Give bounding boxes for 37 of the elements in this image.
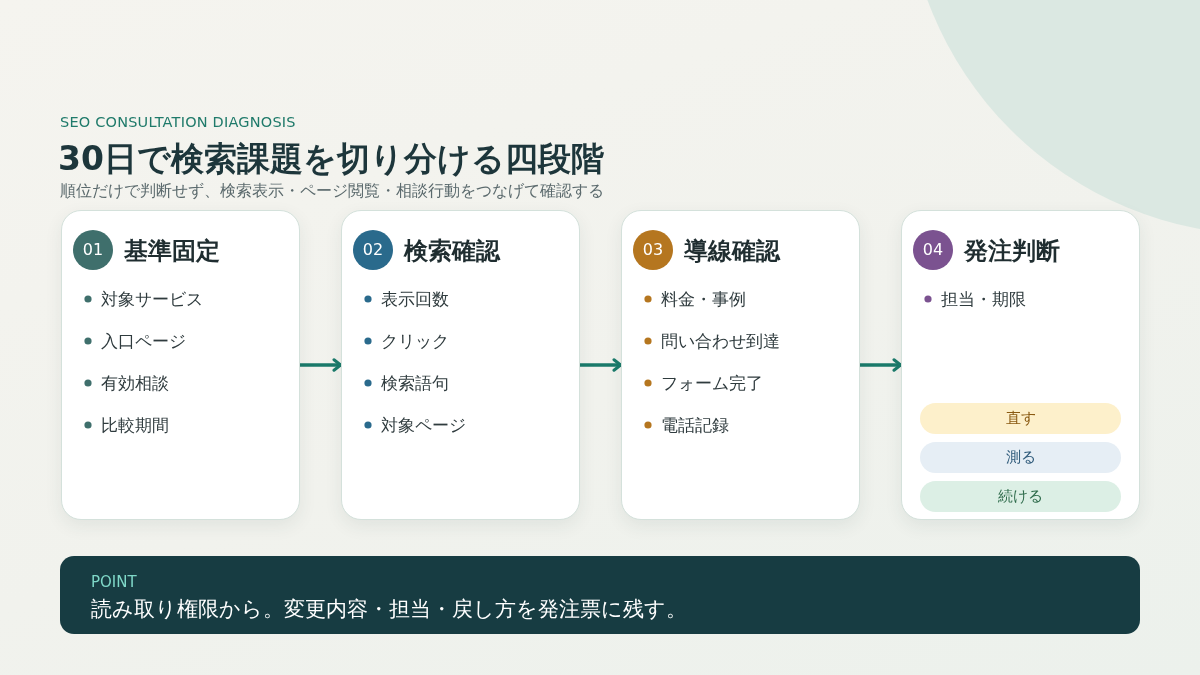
- arrow: [860, 358, 903, 372]
- step-number: 02: [353, 230, 393, 270]
- action-pill: 続ける: [920, 481, 1121, 512]
- bullet-text: 対象サービス: [101, 288, 203, 311]
- bullet-text: 電話記録: [661, 414, 729, 437]
- point-panel: [60, 556, 1140, 634]
- eyebrow-label: SEO CONSULTATION DIAGNOSIS: [60, 113, 296, 132]
- action-pill: 測る: [920, 442, 1121, 473]
- point-label: POINT: [91, 572, 137, 592]
- step-heading: 発注判断: [964, 236, 1060, 266]
- step-heading: 検索確認: [404, 236, 500, 266]
- arrow: [580, 358, 623, 372]
- bullet-text: 対象ページ: [381, 414, 466, 437]
- action-pill: 直す: [920, 403, 1121, 434]
- point-text: 読み取り権限から。変更内容・担当・戻し方を発注票に残す。: [91, 596, 687, 622]
- title: 30日で検索課題を切り分ける四段階: [58, 138, 604, 180]
- bullet-text: 検索語句: [381, 372, 449, 395]
- step-card: [901, 210, 1140, 520]
- step-number: 01: [73, 230, 113, 270]
- bullet-text: 担当・期限: [941, 288, 1026, 311]
- step-card: [341, 210, 580, 520]
- bullet-text: フォーム完了: [661, 372, 763, 395]
- subtitle: 順位だけで判断せず、検索表示・ページ閲覧・相談行動をつなげて確認する: [60, 181, 604, 201]
- step-card: [621, 210, 860, 520]
- step-card: [61, 210, 300, 520]
- bullet-text: 入口ページ: [101, 330, 186, 353]
- bullet-text: 問い合わせ到達: [661, 330, 780, 353]
- bullet-text: クリック: [381, 330, 449, 353]
- bullet-text: 表示回数: [381, 288, 449, 311]
- step-heading: 導線確認: [684, 236, 780, 266]
- step-heading: 基準固定: [124, 236, 220, 266]
- bullet-text: 有効相談: [101, 372, 169, 395]
- bullet-text: 料金・事例: [661, 288, 746, 311]
- step-number: 04: [913, 230, 953, 270]
- bullet-text: 比較期間: [101, 414, 169, 437]
- arrow: [300, 358, 343, 372]
- step-number: 03: [633, 230, 673, 270]
